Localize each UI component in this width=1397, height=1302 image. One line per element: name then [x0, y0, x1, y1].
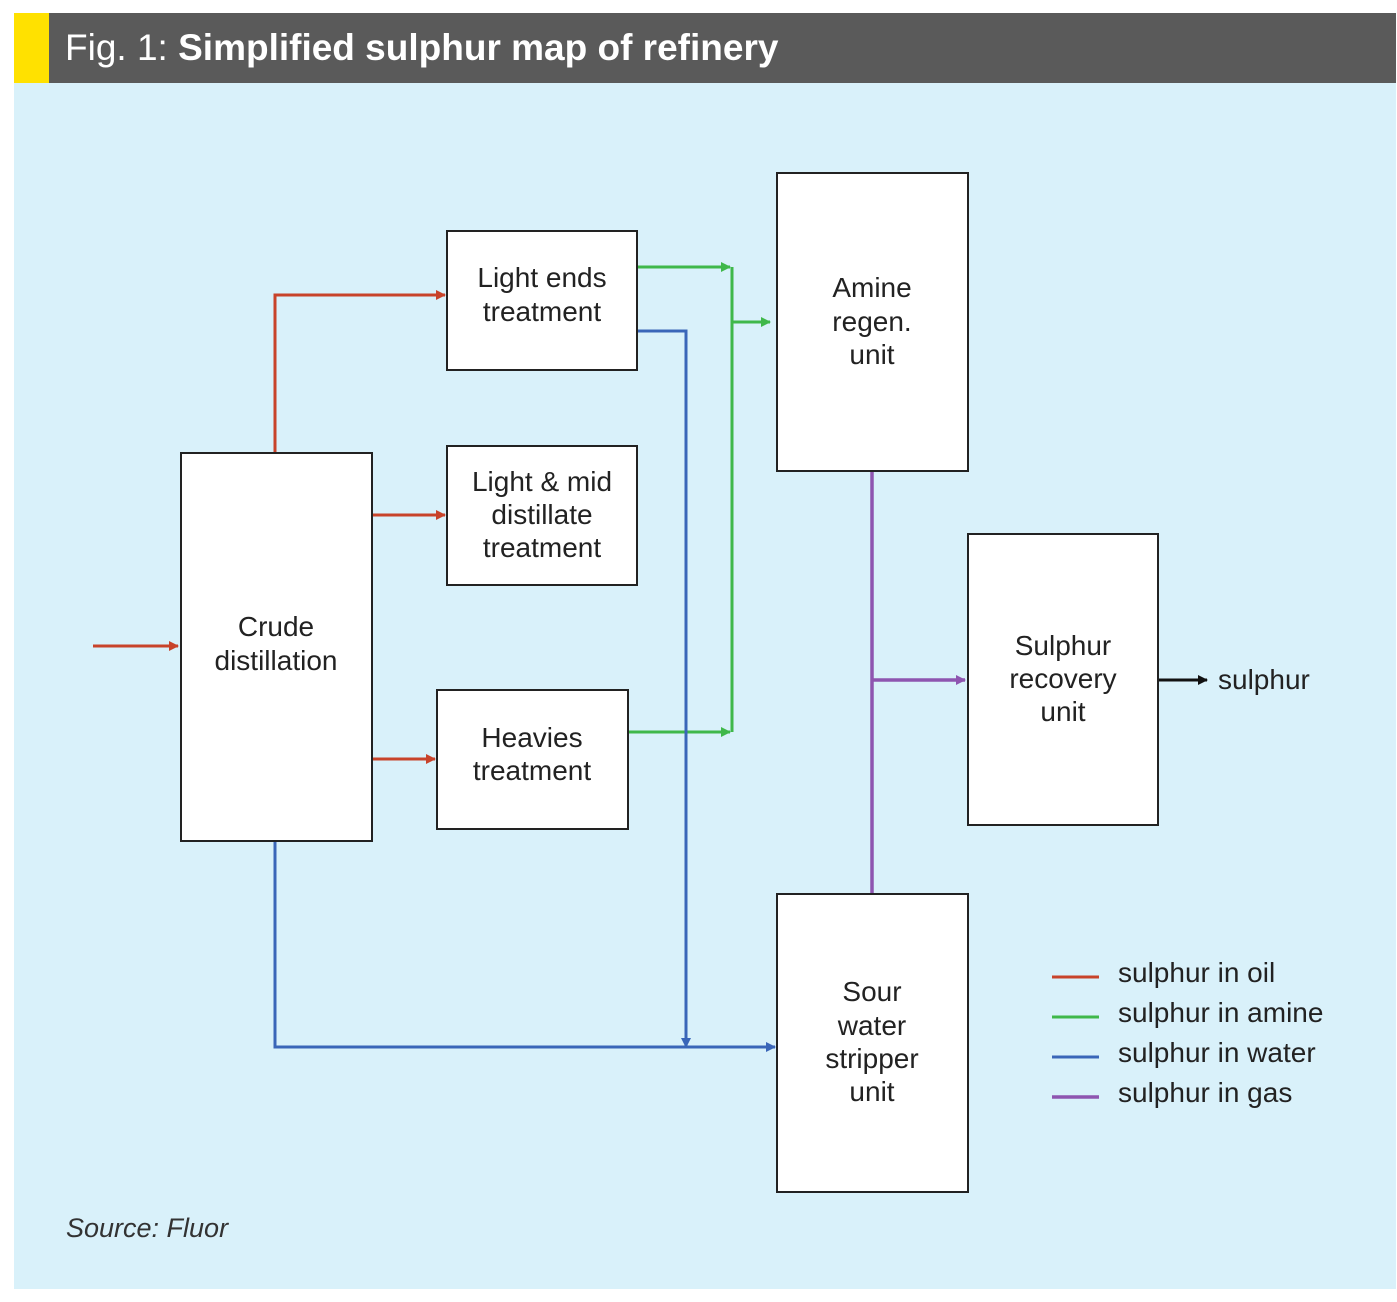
node-label-line: recovery: [1009, 663, 1116, 694]
water-flow-crude-to-sour-water: [273, 841, 776, 1052]
legend-label: sulphur in water: [1118, 1037, 1316, 1068]
legend-item-water: sulphur in water: [1052, 1037, 1316, 1068]
node-label-line: water: [837, 1010, 906, 1041]
node-label-line: treatment: [473, 755, 591, 786]
node-label-line: Sour: [842, 976, 901, 1007]
sulphur-output-label: sulphur: [1218, 664, 1310, 695]
node-label-line: Light ends: [477, 262, 606, 293]
node-label-line: treatment: [483, 532, 601, 563]
node-label-line: unit: [849, 339, 894, 370]
node-label-line: stripper: [825, 1043, 918, 1074]
legend-item-oil: sulphur in oil: [1052, 957, 1275, 988]
node-label-line: Sulphur: [1015, 630, 1112, 661]
node-label-line: Amine: [832, 272, 911, 303]
node-label-line: unit: [849, 1076, 894, 1107]
legend-item-amine: sulphur in amine: [1052, 997, 1323, 1028]
node-label-line: regen.: [832, 306, 911, 337]
node-label-line: distillate: [491, 499, 592, 530]
node-label-line: Heavies: [481, 722, 582, 753]
node-label-line: distillation: [215, 645, 338, 676]
node-label-line: Crude: [238, 611, 314, 642]
legend-label: sulphur in gas: [1118, 1077, 1292, 1108]
legend-label: sulphur in amine: [1118, 997, 1323, 1028]
figure-header: Fig. 1: Simplified sulphur map of refine…: [14, 13, 1396, 83]
node-label-line: unit: [1040, 696, 1085, 727]
node-label-line: Light & mid: [472, 466, 612, 497]
header-accent-bar: [14, 13, 49, 83]
figure-title: Fig. 1: Simplified sulphur map of refine…: [65, 27, 778, 69]
figure-number: Fig. 1:: [65, 27, 168, 68]
legend: sulphur in oil sulphur in amine sulphur …: [1052, 957, 1323, 1108]
figure-panel: Fig. 1: Simplified sulphur map of refine…: [14, 13, 1396, 1289]
figure-title-text: Simplified sulphur map of refinery: [178, 27, 779, 68]
water-flow-light-ends: [637, 329, 691, 1048]
legend-item-gas: sulphur in gas: [1052, 1077, 1292, 1108]
source-credit: Source: Fluor: [66, 1213, 229, 1243]
legend-label: sulphur in oil: [1118, 957, 1275, 988]
node-label-line: treatment: [483, 296, 601, 327]
oil-flow-to-light-ends: [273, 290, 446, 452]
